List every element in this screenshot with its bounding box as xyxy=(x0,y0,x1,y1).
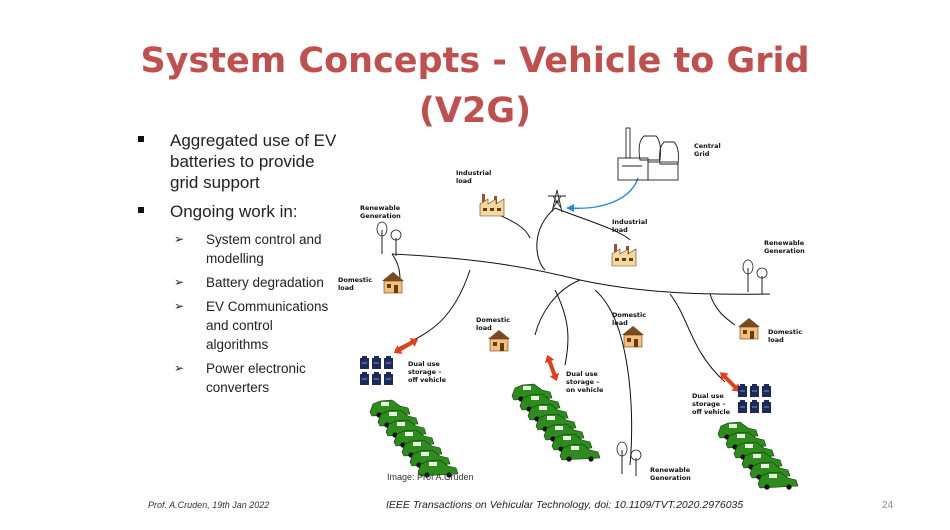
power-station-icon xyxy=(617,127,679,181)
svg-text:Generation: Generation xyxy=(360,212,401,220)
label-renewable-bottom: Renewable xyxy=(650,466,691,474)
bullet-item: Aggregated use of EV batteries to provid… xyxy=(138,130,338,193)
sub-bullet-item: ➢Power electronic converters xyxy=(174,361,306,395)
label-central-grid: Central xyxy=(694,142,721,150)
bullet-list: Aggregated use of EV batteries to provid… xyxy=(138,130,338,402)
svg-text:load: load xyxy=(612,319,628,327)
power-lines xyxy=(391,207,771,466)
grid-link-arrowhead xyxy=(566,204,574,212)
label-industrial-load-right: Industrial xyxy=(612,218,647,226)
svg-text:Domestic: Domestic xyxy=(476,316,510,324)
slide-title: System Concepts - Vehicle to Grid (V2G) xyxy=(0,36,950,136)
arrow-bullet-icon: ➢ xyxy=(174,232,185,246)
label-domestic-mid2: Domestic xyxy=(612,311,646,319)
svg-text:Domestic: Domestic xyxy=(612,311,646,319)
svg-text:load: load xyxy=(768,336,784,344)
title-line-1: System Concepts - Vehicle to Grid xyxy=(140,41,810,81)
arrow-bullet-icon: ➢ xyxy=(174,275,185,289)
footer-author-date: Prof. A.Cruden, 19th Jan 2022 xyxy=(148,500,270,510)
house-icon xyxy=(621,325,645,348)
image-caption: Image: Prof A.Cruden xyxy=(387,472,474,482)
battery-bank-icon xyxy=(737,383,772,414)
svg-text:Renewable: Renewable xyxy=(650,466,691,474)
label-domestic-mid1: Domestic xyxy=(476,316,510,324)
svg-text:off vehicle: off vehicle xyxy=(408,376,447,384)
label-dual-use-off-left: Dual use xyxy=(408,360,440,368)
bullet-marker xyxy=(138,207,144,213)
bullet-item: Ongoing work in: xyxy=(138,201,338,222)
svg-text:load: load xyxy=(338,284,354,292)
label-domestic-left: Domestic xyxy=(338,276,372,284)
svg-text:Dual use: Dual use xyxy=(408,360,440,368)
v2g-diagram: Central Grid Industrial load Industrial … xyxy=(338,127,805,490)
svg-text:Domestic: Domestic xyxy=(338,276,372,284)
wind-turbine-icon xyxy=(616,441,642,477)
label-dual-use-off-right: Dual use xyxy=(692,392,724,400)
svg-text:storage –: storage – xyxy=(692,400,726,408)
bullet-marker xyxy=(138,136,144,142)
house-icon xyxy=(381,271,405,294)
svg-text:Domestic: Domestic xyxy=(768,328,802,336)
battery-bank-icon xyxy=(359,355,394,386)
svg-text:off vehicle: off vehicle xyxy=(692,408,731,416)
arrow-bullet-icon: ➢ xyxy=(174,299,185,313)
svg-text:Renewable: Renewable xyxy=(764,239,805,247)
svg-text:Renewable: Renewable xyxy=(360,204,401,212)
label-renewable-right: Renewable xyxy=(764,239,805,247)
arrow-bullet-icon: ➢ xyxy=(174,361,185,375)
label-renewable-left: Renewable xyxy=(360,204,401,212)
page-number: 24 xyxy=(882,500,894,511)
svg-text:on vehicle: on vehicle xyxy=(566,386,604,394)
svg-text:Industrial: Industrial xyxy=(612,218,647,226)
house-icon xyxy=(737,317,761,340)
wind-turbine-icon xyxy=(376,221,402,257)
pylon-icon xyxy=(548,189,566,213)
svg-text:load: load xyxy=(612,226,628,234)
svg-text:Dual use: Dual use xyxy=(692,392,724,400)
title-line-2: (V2G) xyxy=(418,91,532,131)
wind-turbine-icon xyxy=(742,259,768,295)
industrial-load-icon xyxy=(479,193,505,217)
svg-text:Dual use: Dual use xyxy=(566,370,598,378)
label-domestic-right: Domestic xyxy=(768,328,802,336)
grid-link-arrow xyxy=(569,177,639,209)
sub-bullet-item: ➢Battery degradation xyxy=(174,275,324,290)
svg-text:Generation: Generation xyxy=(764,247,805,255)
footer-citation: IEEE Transactions on Vehicular Technolog… xyxy=(386,499,744,511)
ev-fleet-icon xyxy=(369,399,459,479)
label-dual-use-on: Dual use xyxy=(566,370,598,378)
svg-text:storage –: storage – xyxy=(566,378,600,386)
svg-text:load: load xyxy=(456,177,472,185)
industrial-load-icon xyxy=(611,243,637,267)
svg-text:storage –: storage – xyxy=(408,368,442,376)
svg-text:Central: Central xyxy=(694,142,721,150)
svg-text:Industrial: Industrial xyxy=(456,169,491,177)
sub-bullet-item: ➢System control and modelling xyxy=(174,232,322,266)
svg-text:load: load xyxy=(476,324,492,332)
ev-fleet-icon xyxy=(511,383,601,463)
label-industrial-load: Industrial xyxy=(456,169,491,177)
house-icon xyxy=(487,329,511,352)
ev-fleet-icon xyxy=(717,421,799,490)
sub-bullet-item: ➢EV Communications and control algorithm… xyxy=(174,299,329,352)
svg-text:Grid: Grid xyxy=(694,150,710,158)
svg-text:Generation: Generation xyxy=(650,474,691,482)
bidirectional-arrow-icon xyxy=(540,351,564,385)
